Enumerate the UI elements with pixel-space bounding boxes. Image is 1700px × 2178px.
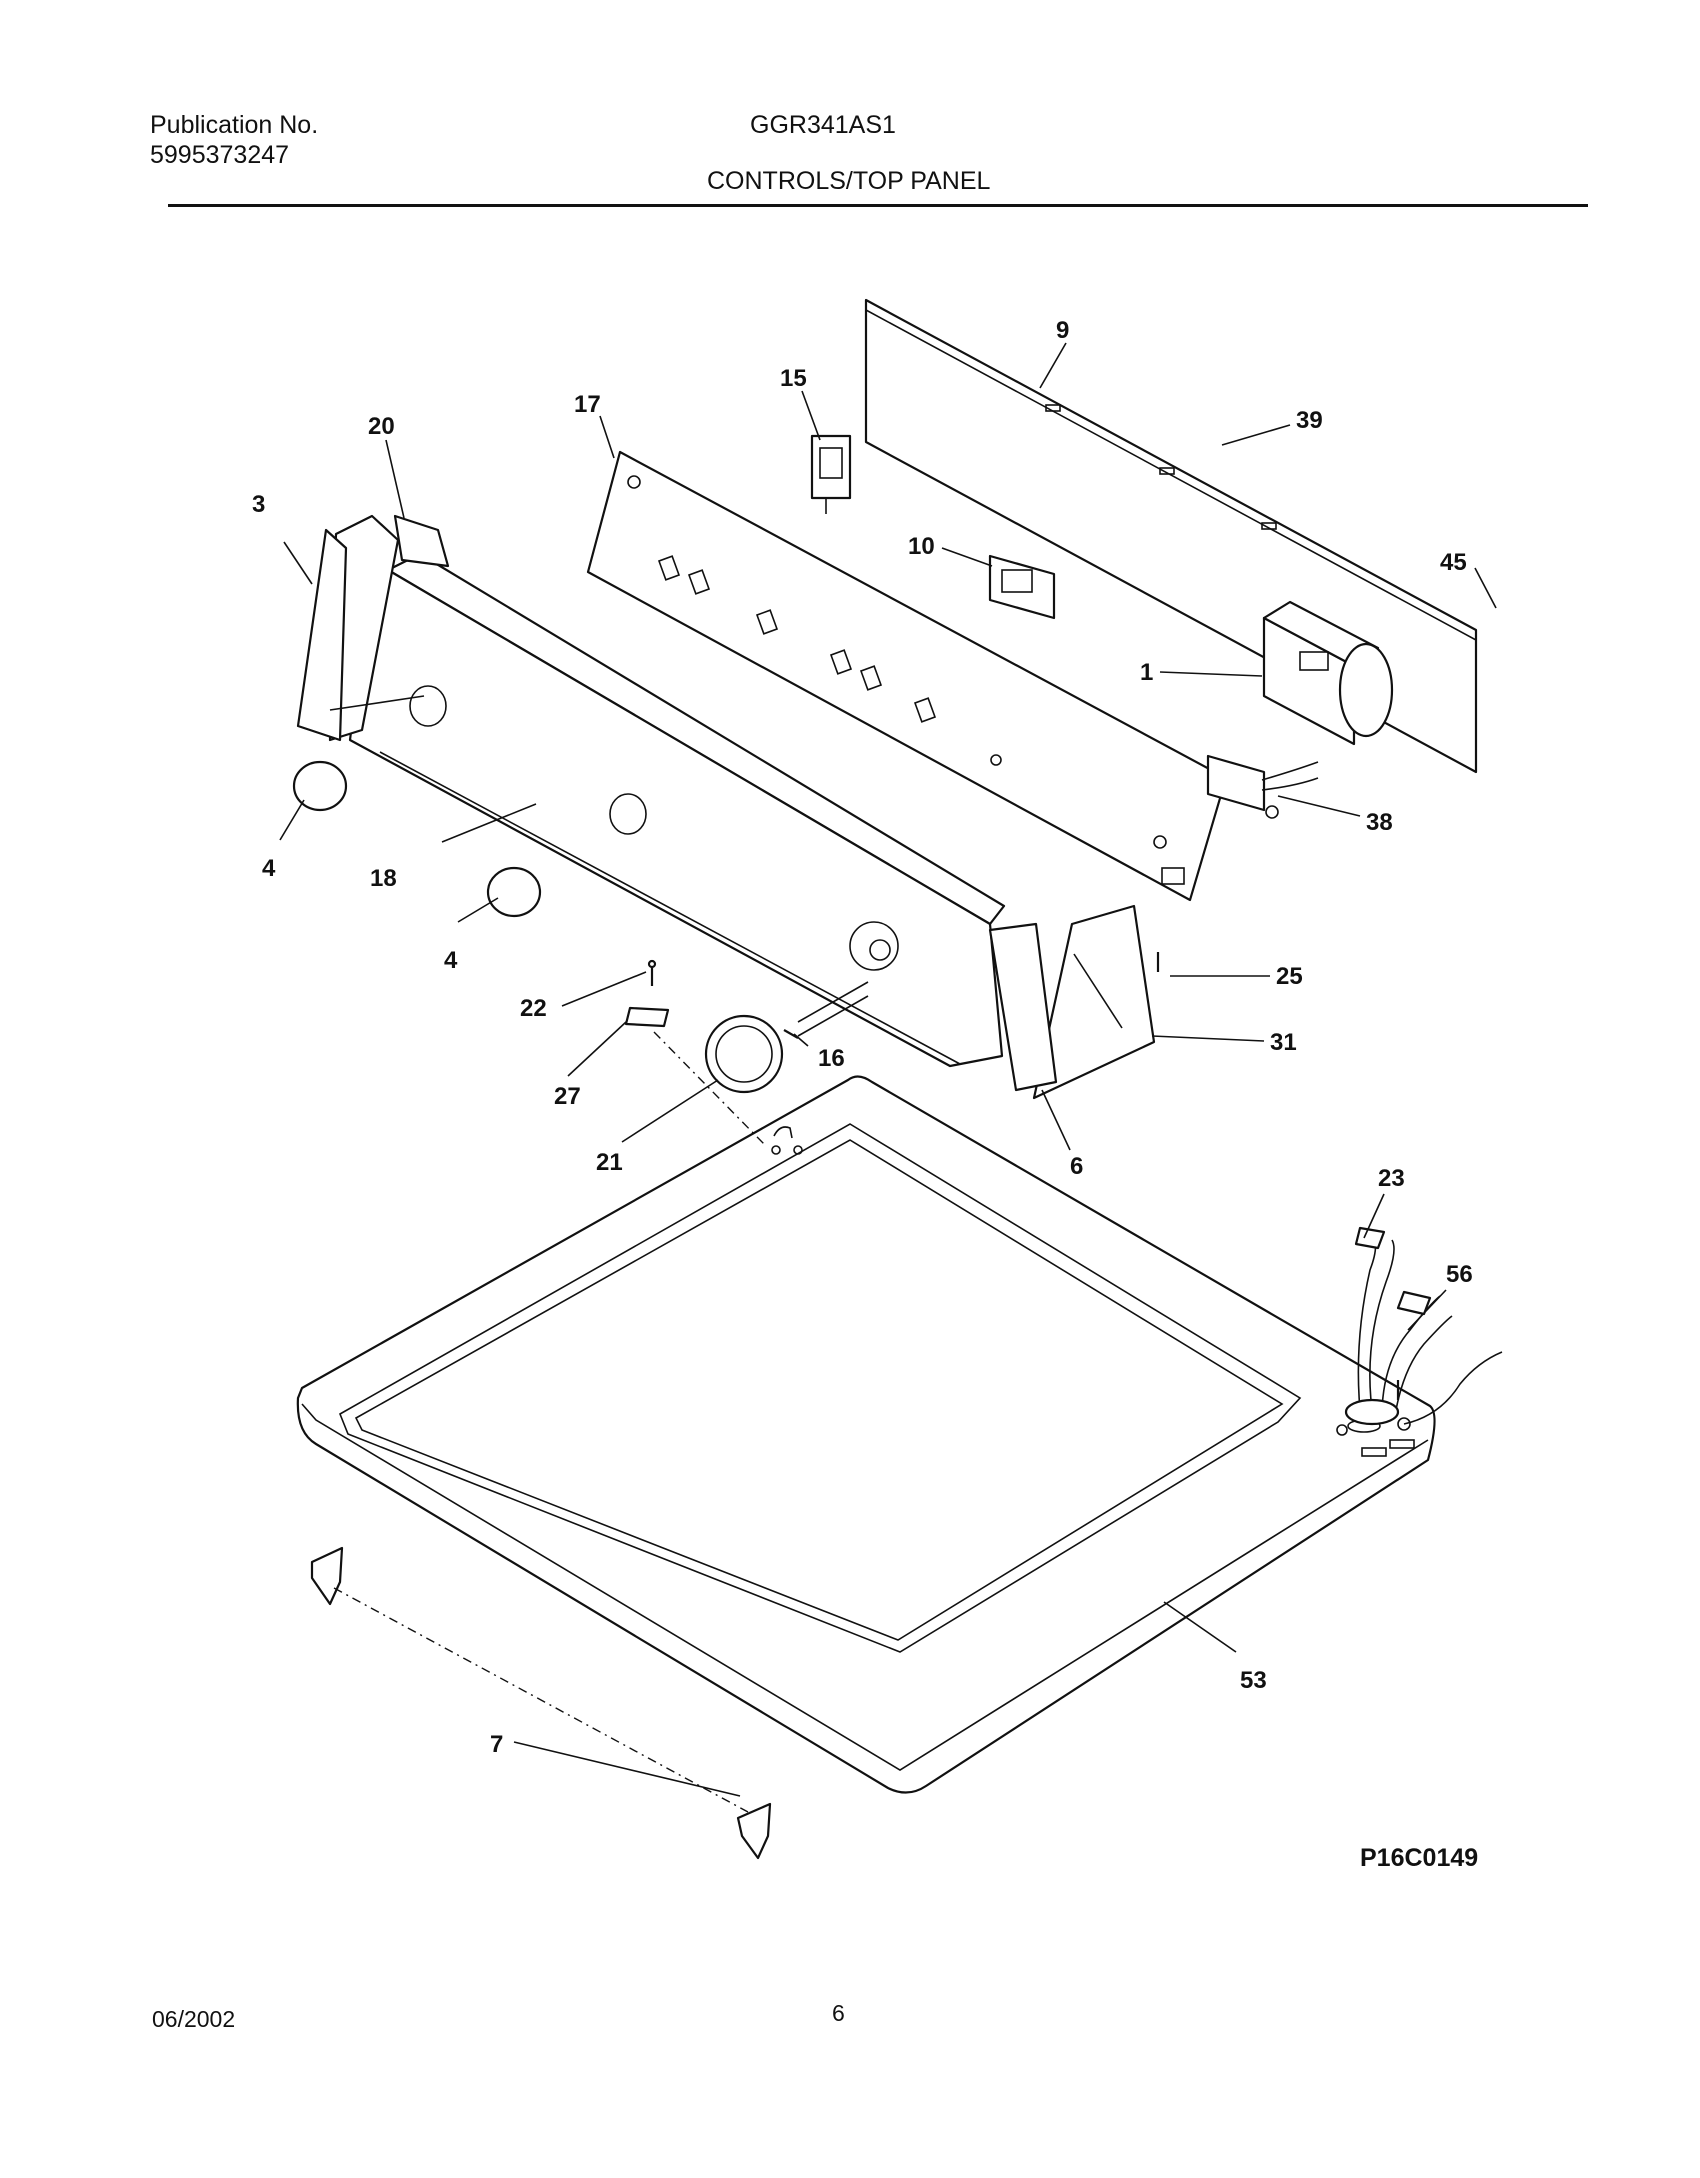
- callout-1: 1: [1140, 659, 1153, 686]
- callout-25: 25: [1276, 963, 1303, 990]
- switch-15-part: [810, 434, 852, 514]
- callout-17: 17: [574, 391, 601, 418]
- model-number: GGR341AS1: [750, 111, 896, 139]
- callout-15: 15: [780, 365, 807, 392]
- callout-7: 7: [490, 1731, 503, 1758]
- bracket-38-part: [1206, 754, 1319, 819]
- callout-56: 56: [1446, 1261, 1473, 1288]
- hinge-clip-part: [310, 1546, 772, 1860]
- callout-45: 45: [1440, 549, 1467, 576]
- callout-22: 22: [520, 995, 547, 1022]
- callout-20: 20: [368, 413, 395, 440]
- left-end-cap-part: [296, 514, 450, 742]
- footer-date: 06/2002: [152, 2006, 236, 2032]
- callout-10: 10: [908, 533, 935, 560]
- callout-23: 23: [1378, 1165, 1405, 1192]
- callout-4-lower: 4: [444, 947, 458, 974]
- publication-number: 5995373247: [150, 141, 290, 169]
- leader-lines: [279, 342, 1497, 1813]
- callout-53: 53: [1240, 1667, 1267, 1694]
- knobs-and-fasteners-part: [292, 760, 1160, 1094]
- callout-27: 27: [554, 1083, 581, 1110]
- figure-code: P16C0149: [1360, 1844, 1478, 1872]
- wire-harness-part: [1344, 1226, 1503, 1431]
- callout-4-upper: 4: [262, 855, 276, 882]
- callout-3: 3: [252, 491, 265, 518]
- control-mounting-panel-part: [586, 450, 1228, 902]
- right-end-cap-part: [988, 904, 1156, 1100]
- switch-10-part: [988, 554, 1056, 620]
- callout-16: 16: [818, 1045, 845, 1072]
- callout-21: 21: [596, 1149, 623, 1176]
- callout-38: 38: [1366, 809, 1393, 836]
- callout-31: 31: [1270, 1029, 1297, 1056]
- top-panel-part: [296, 1075, 1436, 1794]
- callout-9: 9: [1056, 317, 1069, 344]
- callout-6: 6: [1070, 1153, 1083, 1180]
- timer-part: [1262, 600, 1394, 746]
- section-title: CONTROLS/TOP PANEL: [707, 167, 991, 195]
- publication-label: Publication No.: [150, 111, 319, 139]
- page-number: 6: [832, 2000, 845, 2026]
- callout-39: 39: [1296, 407, 1323, 434]
- callout-18: 18: [370, 865, 397, 892]
- header-rule: [168, 204, 1588, 207]
